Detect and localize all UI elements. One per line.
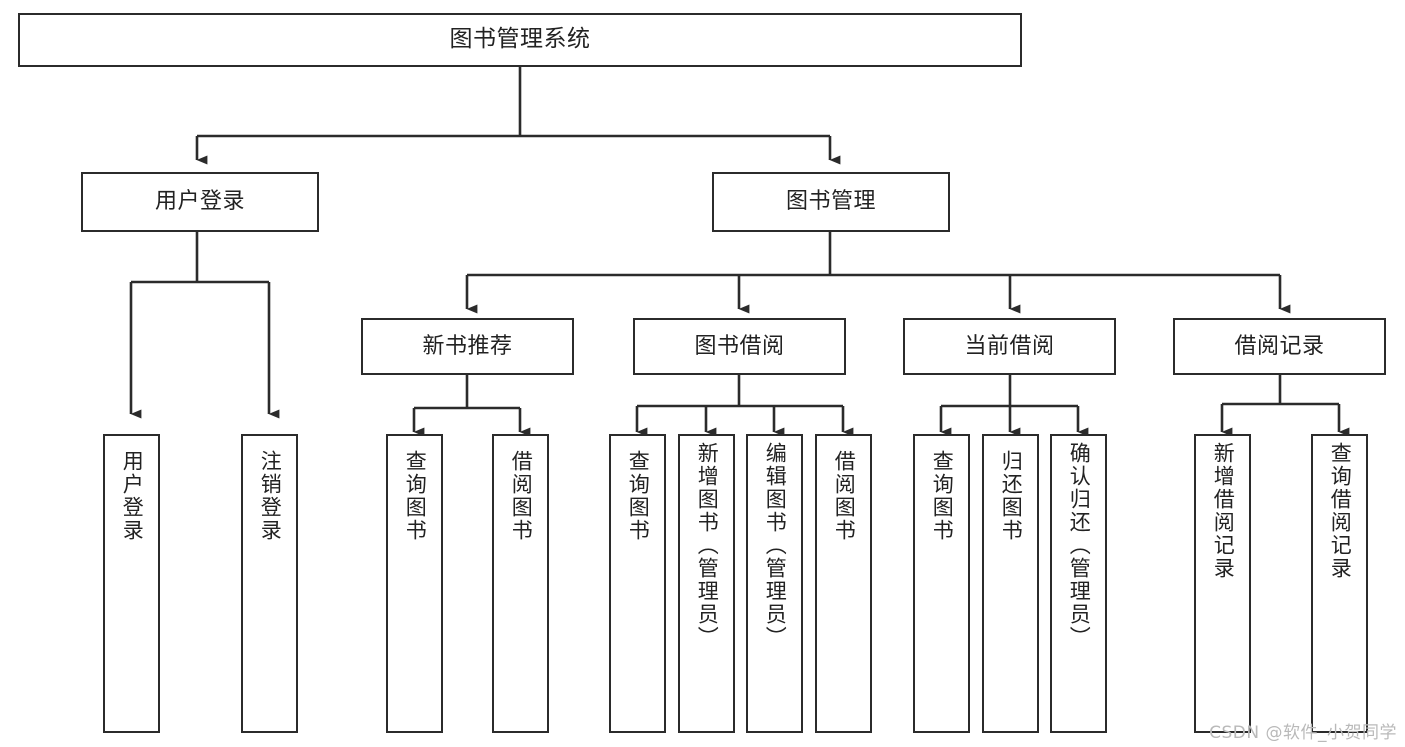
- node-book-borrow[interactable]: 图书借阅: [633, 318, 846, 375]
- node-new-book-recommend[interactable]: 新书推荐: [361, 318, 574, 375]
- csdn-watermark: CSDN @软件_小贺同学: [1209, 723, 1397, 743]
- node-root-label: 图书管理系统: [449, 26, 591, 53]
- node-root[interactable]: 图书管理系统: [18, 13, 1022, 67]
- leaf-confirm-return-admin-label: 确认归还（管理员）: [1067, 442, 1092, 649]
- leaf-query-borrow-record-label: 查询借阅记录: [1328, 442, 1353, 580]
- leaf-user-login-label: 用户登录: [120, 450, 145, 542]
- leaf-user-login[interactable]: 用户登录: [103, 434, 160, 733]
- leaf-return-book[interactable]: 归还图书: [982, 434, 1039, 733]
- node-user-login[interactable]: 用户登录: [81, 172, 319, 232]
- leaf-confirm-return-admin[interactable]: 确认归还（管理员）: [1050, 434, 1107, 733]
- leaf-add-book-admin-label: 新增图书（管理员）: [695, 442, 720, 649]
- node-current-borrow-label: 当前借阅: [964, 333, 1055, 359]
- node-current-borrow[interactable]: 当前借阅: [903, 318, 1116, 375]
- leaf-new-book-borrow-label: 借阅图书: [509, 450, 534, 542]
- node-borrow-record[interactable]: 借阅记录: [1173, 318, 1386, 375]
- leaf-return-book-label: 归还图书: [999, 450, 1024, 542]
- leaf-query-borrow-record[interactable]: 查询借阅记录: [1311, 434, 1368, 733]
- leaf-current-query-book-label: 查询图书: [930, 450, 955, 542]
- node-user-login-label: 用户登录: [154, 189, 245, 215]
- leaf-user-logout[interactable]: 注销登录: [241, 434, 298, 733]
- node-book-management-label: 图书管理: [785, 189, 876, 215]
- leaf-new-book-borrow[interactable]: 借阅图书: [492, 434, 549, 733]
- node-book-management[interactable]: 图书管理: [712, 172, 950, 232]
- leaf-edit-book-admin[interactable]: 编辑图书（管理员）: [746, 434, 803, 733]
- leaf-new-book-query-label: 查询图书: [403, 450, 428, 542]
- node-new-book-recommend-label: 新书推荐: [422, 333, 513, 359]
- leaf-new-book-query[interactable]: 查询图书: [386, 434, 443, 733]
- leaf-add-borrow-record[interactable]: 新增借阅记录: [1194, 434, 1251, 733]
- leaf-edit-book-admin-label: 编辑图书（管理员）: [763, 442, 788, 649]
- node-borrow-record-label: 借阅记录: [1234, 333, 1325, 359]
- leaf-current-query-book[interactable]: 查询图书: [913, 434, 970, 733]
- leaf-add-book-admin[interactable]: 新增图书（管理员）: [678, 434, 735, 733]
- leaf-add-borrow-record-label: 新增借阅记录: [1211, 442, 1236, 580]
- leaf-borrow-query-book-label: 查询图书: [626, 450, 651, 542]
- leaf-borrow-query-book[interactable]: 查询图书: [609, 434, 666, 733]
- leaf-user-logout-label: 注销登录: [258, 450, 283, 542]
- node-book-borrow-label: 图书借阅: [694, 333, 785, 359]
- leaf-borrow-book-label: 借阅图书: [832, 450, 857, 542]
- leaf-borrow-book[interactable]: 借阅图书: [815, 434, 872, 733]
